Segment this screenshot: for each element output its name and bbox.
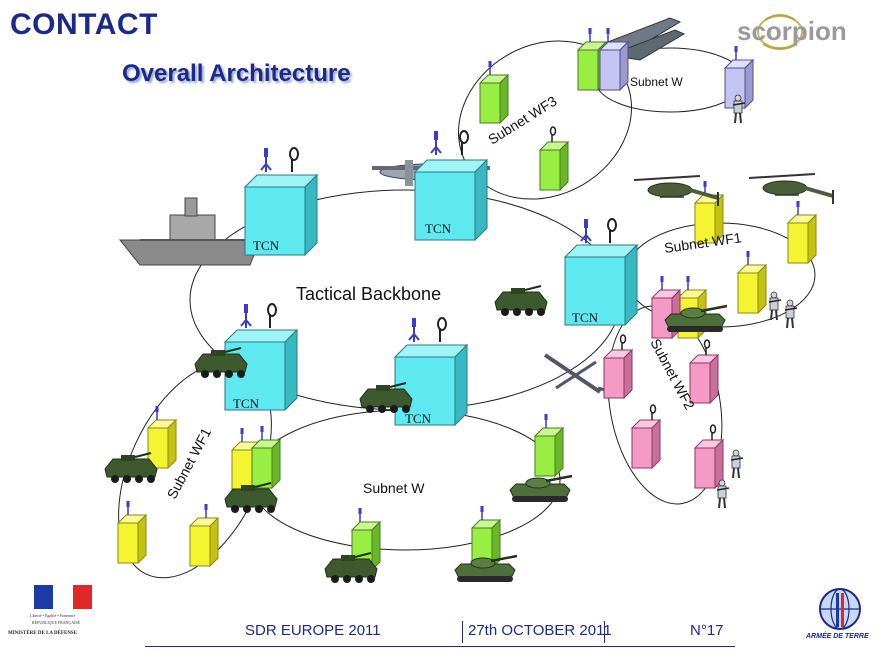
tcn-label: TCN bbox=[425, 221, 452, 236]
subnet-wf2-ring bbox=[607, 305, 723, 505]
wf3-node bbox=[539, 126, 569, 191]
french-flag-icon bbox=[34, 585, 92, 609]
tcn-node-2: TCN bbox=[414, 130, 488, 241]
armee-de-terre-text: ARMÉE DE TERRE bbox=[806, 633, 869, 640]
subnet-w-bottom-label: Subnet W bbox=[363, 480, 425, 496]
ministry-name: MINISTÈRE DE LA DÉFENSE bbox=[8, 631, 78, 636]
drone-icon bbox=[543, 353, 613, 394]
republic-name: RÉPUBLIQUE FRANÇAISE bbox=[32, 620, 81, 625]
republique-francaise-logo: Liberté • Égalité • Fraternité RÉPUBLIQU… bbox=[8, 585, 118, 645]
tank-icon bbox=[508, 474, 574, 504]
tcn-node-5: TCN bbox=[394, 317, 468, 426]
wf2-node bbox=[631, 404, 661, 469]
helicopter-icon bbox=[747, 172, 835, 206]
subnet-w-bottom-node bbox=[534, 413, 564, 477]
armee-de-terre-logo: ARMÉE DE TERRE bbox=[806, 585, 876, 645]
footer-event: SDR EUROPE 2011 bbox=[245, 622, 381, 639]
wf1-left-node bbox=[189, 503, 219, 567]
wf2-node bbox=[603, 334, 633, 399]
footer-date: 27th OCTOBER 2011 bbox=[468, 622, 612, 639]
ship-icon bbox=[118, 197, 261, 266]
scorpion-logo-text: scorpion bbox=[737, 16, 847, 46]
tcn-node-1: TCN bbox=[244, 147, 318, 256]
subnet-w-top-label: Subnet W bbox=[630, 75, 683, 89]
subnet-w-bottom-node bbox=[251, 425, 281, 489]
tcn-label: TCN bbox=[233, 396, 260, 411]
footer-separator bbox=[462, 621, 463, 643]
wf3-node bbox=[479, 60, 509, 124]
tcn-label: TCN bbox=[253, 238, 280, 253]
wf1-left-node bbox=[147, 405, 177, 469]
slide-subtitle: Overall Architecture bbox=[122, 60, 351, 87]
soldier-icon bbox=[730, 449, 744, 479]
tcn-label: TCN bbox=[572, 310, 599, 325]
footer-separator bbox=[604, 621, 605, 643]
tactical-backbone-label: Tactical Backbone bbox=[296, 284, 441, 304]
republic-motto: Liberté • Égalité • Fraternité bbox=[30, 613, 76, 618]
wf1-left-node bbox=[117, 500, 147, 564]
footer-rule bbox=[145, 646, 735, 647]
tcn-node-3: TCN bbox=[564, 218, 638, 326]
tcn-node-4: TCN bbox=[224, 303, 298, 411]
armored-vehicle-icon bbox=[494, 285, 548, 317]
scorpion-logo: scorpion bbox=[737, 14, 847, 50]
tank-icon bbox=[453, 554, 519, 584]
footer-page-number: N°17 bbox=[690, 622, 724, 639]
globe-icon bbox=[819, 588, 861, 630]
wf1-node bbox=[787, 200, 817, 264]
slide-title: CONTACT bbox=[10, 8, 158, 41]
tcn-label: TCN bbox=[405, 411, 432, 426]
wf1-node bbox=[737, 250, 767, 314]
soldier-icon bbox=[784, 299, 798, 329]
wf2-node bbox=[694, 424, 724, 489]
